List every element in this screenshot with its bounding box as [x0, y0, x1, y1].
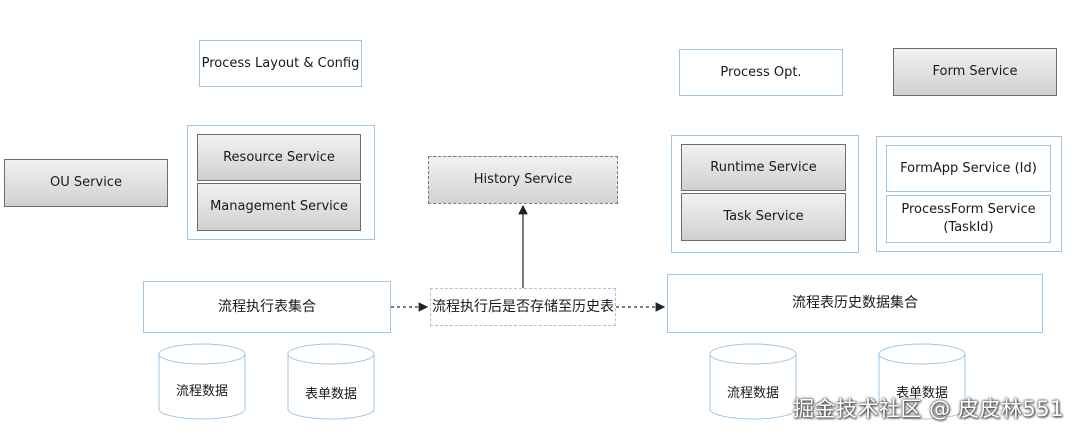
history-service-node: History Service — [428, 156, 618, 204]
watermark-text: 掘金技术社区 @ 皮皮林551 — [793, 397, 1064, 421]
process-opt-node: Process Opt. — [679, 49, 843, 96]
left-form-data-label: 表单数据 — [304, 387, 357, 402]
left-process-data-label: 流程数据 — [175, 384, 228, 399]
form-service-node: Form Service — [893, 48, 1057, 96]
database-cylinder-right-process — [709, 343, 797, 420]
task-service-node: Task Service — [681, 193, 846, 241]
database-cylinder-right-form — [878, 343, 966, 420]
right-process-data-label: 流程数据 — [726, 386, 779, 401]
store-history-decision-node: 流程执行后是否存储至历史表 — [430, 288, 616, 326]
history-tables-node: 流程表历史数据集合 — [667, 274, 1043, 333]
ou-service-node: OU Service — [4, 159, 168, 207]
processform-service-node: ProcessForm Service (TaskId) — [886, 195, 1051, 243]
right-form-data-label: 表单数据 — [895, 386, 948, 401]
process-layout-config-node: Process Layout & Config — [199, 40, 362, 87]
management-service-node: Management Service — [197, 183, 361, 231]
resource-service-node: Resource Service — [197, 134, 361, 181]
runtime-service-node: Runtime Service — [681, 144, 846, 191]
database-cylinder-left-process — [158, 343, 246, 420]
database-cylinder-left-form — [287, 343, 375, 420]
formapp-service-node: FormApp Service (Id) — [886, 145, 1051, 192]
exec-tables-node: 流程执行表集合 — [143, 281, 391, 333]
